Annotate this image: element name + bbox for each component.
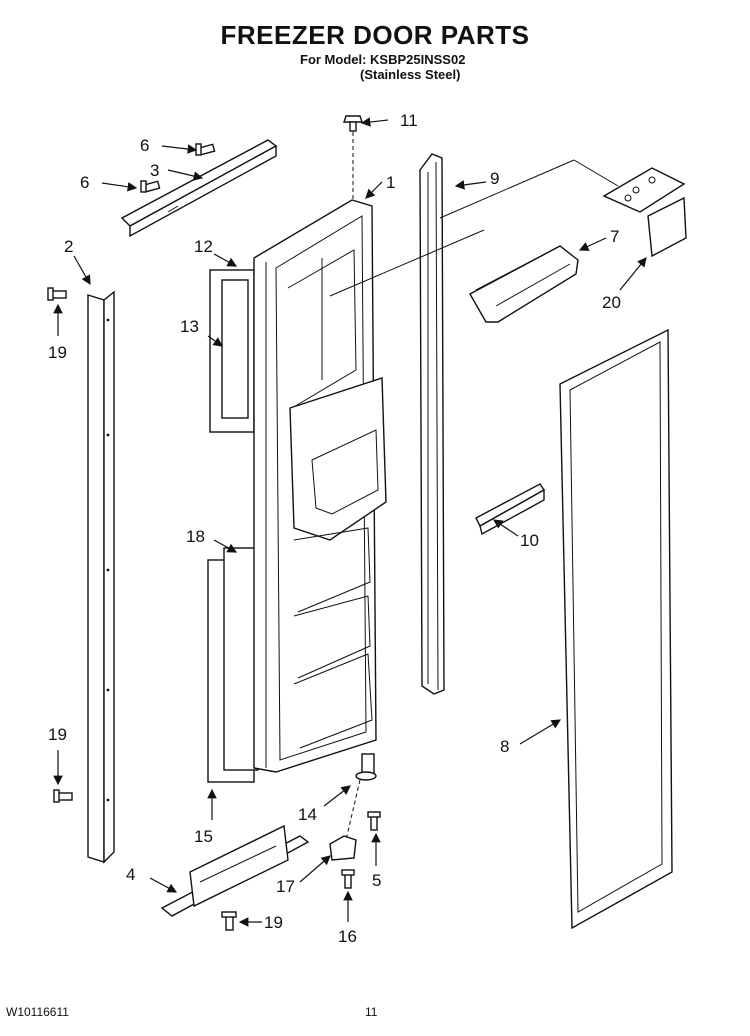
callout-15: 15 [194,827,213,846]
part-4-bottom-bracket [160,824,310,917]
part-11-screw [343,115,363,132]
callout-5: 5 [372,871,381,890]
part-17-hinge [329,835,357,861]
callout-12: 12 [194,237,213,256]
callout-19-bottom: 19 [48,725,67,744]
callout-9: 9 [490,169,499,188]
callout-19-top: 19 [48,343,67,362]
part-19-screw-bottom [53,789,73,803]
finish-label: (Stainless Steel) [360,67,461,82]
part-16-screw [341,869,355,889]
part-6-screw-upper [195,143,216,156]
part-2-side-trim [87,290,115,864]
callout-14: 14 [298,805,317,824]
document-number: W10116611 [6,1005,69,1019]
callout-13: 13 [180,317,199,336]
model-number: For Model: KSBP25INSS02 [300,52,466,67]
part-6-screw-lower [140,180,161,193]
callout-17: 17 [276,877,295,896]
callout-6-lower: 6 [80,173,89,192]
part-20-bracket [602,167,687,258]
part-14-hinge-pin [355,753,377,781]
part-12-13-upper-panel [209,269,255,433]
part-15-18-lower-panel [207,547,259,783]
part-5-screw [367,811,381,831]
page-title: FREEZER DOOR PARTS [220,20,530,50]
part-19-screw-top [47,287,67,301]
callout-7: 7 [610,227,619,246]
callout-11: 11 [400,111,418,130]
callout-20: 20 [602,293,621,312]
callout-19-bracket: 19 [264,913,283,932]
part-19-screw-bracket [221,911,237,931]
callout-4: 4 [126,865,135,884]
callout-3: 3 [150,161,159,180]
callout-8: 8 [500,737,509,756]
page-number: 11 [365,1005,378,1019]
callout-18: 18 [186,527,205,546]
part-9-channel [419,153,445,695]
part-7-door-bin [469,245,579,323]
callout-6-upper: 6 [140,136,149,155]
callout-2: 2 [64,237,73,256]
leader-lines [53,117,647,927]
part-8-door-gasket [559,328,673,930]
callout-16: 16 [338,927,357,946]
part-10-bar [475,483,546,536]
part-1-door-liner [253,199,387,773]
callout-10: 10 [520,531,539,550]
part-3-top-trim [120,139,278,238]
callout-1: 1 [386,173,395,192]
